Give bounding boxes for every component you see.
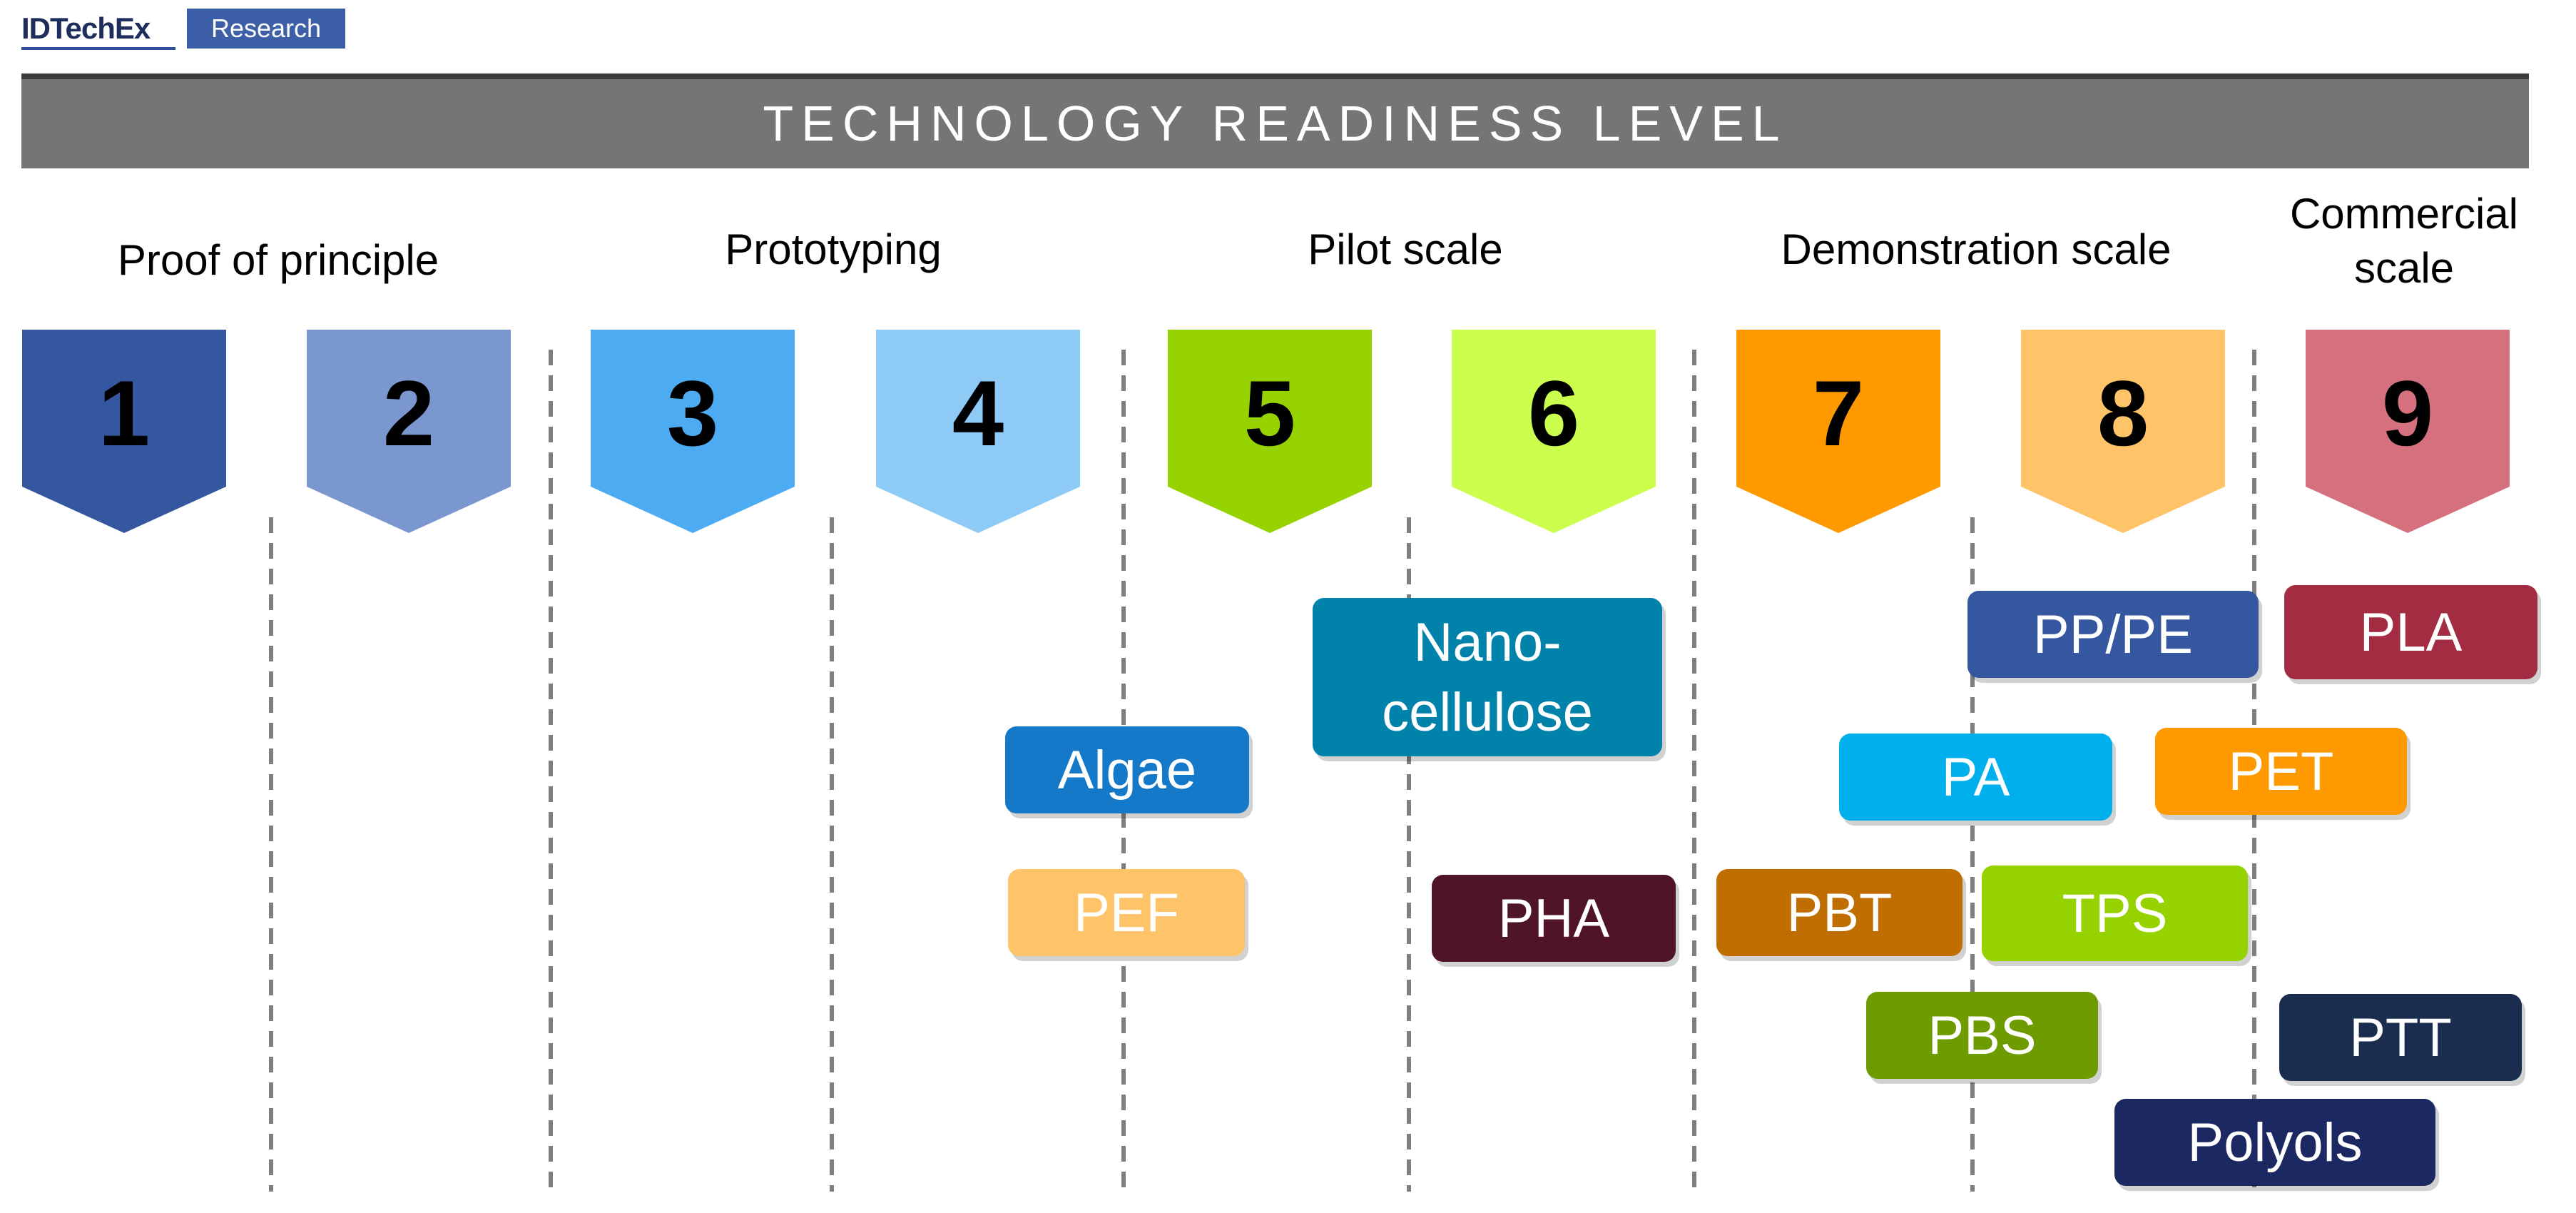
trl-level-1: 1 (22, 330, 226, 533)
material-pef: PEF (1008, 869, 1248, 961)
material-pbs: PBS (1866, 992, 2102, 1084)
material-box (1982, 866, 2248, 961)
material-label: Algae (1058, 740, 1196, 801)
trl-levels: 1 2 3 4 5 6 7 8 9 (22, 330, 2510, 533)
material-box (2284, 585, 2537, 679)
material-box (2155, 728, 2407, 815)
material-pet: PET (2155, 728, 2410, 820)
level-arrow-shape (876, 330, 1080, 533)
material-box (1313, 598, 1662, 756)
material-label: cellulose (1382, 682, 1593, 743)
stage-labels: Proof of principle Prototyping Pilot scale… (118, 190, 2518, 292)
material-label: PEF (1074, 883, 1179, 943)
level-arrow-shape (2306, 330, 2510, 533)
stage-label: Proof of principle (118, 236, 439, 284)
material-box (1839, 734, 2112, 821)
trl-level-4: 4 (876, 330, 1080, 533)
material-box (1005, 726, 1249, 813)
level-number: 2 (383, 361, 434, 465)
material-algae: Algae (1005, 726, 1253, 818)
material-label: PBT (1787, 883, 1893, 943)
material-pha: PHA (1432, 875, 1679, 967)
stage-label: Prototyping (725, 225, 942, 273)
stage-label: scale (2354, 244, 2454, 292)
brand-underline (21, 47, 175, 50)
trl-level-2: 2 (307, 330, 511, 533)
trl-level-5: 5 (1168, 330, 1372, 533)
level-number: 6 (1528, 361, 1579, 465)
trl-level-9: 9 (2306, 330, 2510, 533)
material-box (1432, 875, 1676, 962)
trl-level-8: 8 (2021, 330, 2225, 533)
stage-label: Pilot scale (1308, 225, 1502, 273)
material-pp-pe: PP/PE (1967, 591, 2262, 683)
level-number: 7 (1813, 361, 1864, 465)
level-number: 3 (667, 361, 718, 465)
material-pa: PA (1839, 734, 2116, 826)
level-arrow-shape (1452, 330, 1656, 533)
level-arrow-shape (1736, 330, 1940, 533)
brand-badge: Research (187, 9, 345, 49)
level-number: 5 (1244, 361, 1295, 465)
material-label: PTT (2349, 1008, 2452, 1068)
material-label: PP/PE (2033, 604, 2193, 665)
trl-level-3: 3 (591, 330, 795, 533)
level-number: 8 (2097, 361, 2149, 465)
material-pla: PLA (2284, 585, 2541, 684)
stage-label: Demonstration scale (1781, 225, 2172, 273)
material-nano-cellulose: Nano-cellulose (1313, 598, 1666, 761)
material-label: Polyols (2188, 1112, 2363, 1173)
level-arrow-shape (22, 330, 226, 533)
material-polyols: Polyols (2114, 1099, 2439, 1191)
trl-banner: TECHNOLOGY READINESS LEVEL (21, 73, 2529, 168)
level-number: 1 (98, 361, 150, 465)
material-label: PHA (1498, 888, 1610, 949)
material-label: PLA (2360, 602, 2463, 663)
material-box (1008, 869, 1245, 956)
level-arrow-shape (2021, 330, 2225, 533)
brand-name: IDTechEx (21, 11, 151, 45)
material-box (1967, 591, 2259, 678)
material-box (1716, 869, 1962, 956)
material-ptt: PTT (2279, 994, 2525, 1086)
trl-level-6: 6 (1452, 330, 1656, 533)
material-label: Nano- (1414, 612, 1562, 673)
banner-title: TECHNOLOGY READINESS LEVEL (763, 96, 1788, 151)
material-tps: TPS (1982, 866, 2251, 966)
material-pbt: PBT (1716, 869, 1966, 961)
level-arrow-shape (591, 330, 795, 533)
level-arrow-shape (307, 330, 511, 533)
trl-level-7: 7 (1736, 330, 1940, 533)
level-number: 4 (952, 361, 1004, 465)
material-label: TPS (2062, 883, 2168, 944)
level-arrow-shape (1168, 330, 1372, 533)
stage-label: Commercial (2290, 190, 2518, 238)
material-label: PBS (1928, 1005, 2036, 1066)
material-label: PA (1942, 747, 2010, 808)
material-label: PET (2229, 741, 2334, 802)
material-box (2114, 1099, 2435, 1186)
level-number: 9 (2382, 361, 2433, 465)
material-box (1866, 992, 2098, 1079)
material-box (2279, 994, 2522, 1081)
